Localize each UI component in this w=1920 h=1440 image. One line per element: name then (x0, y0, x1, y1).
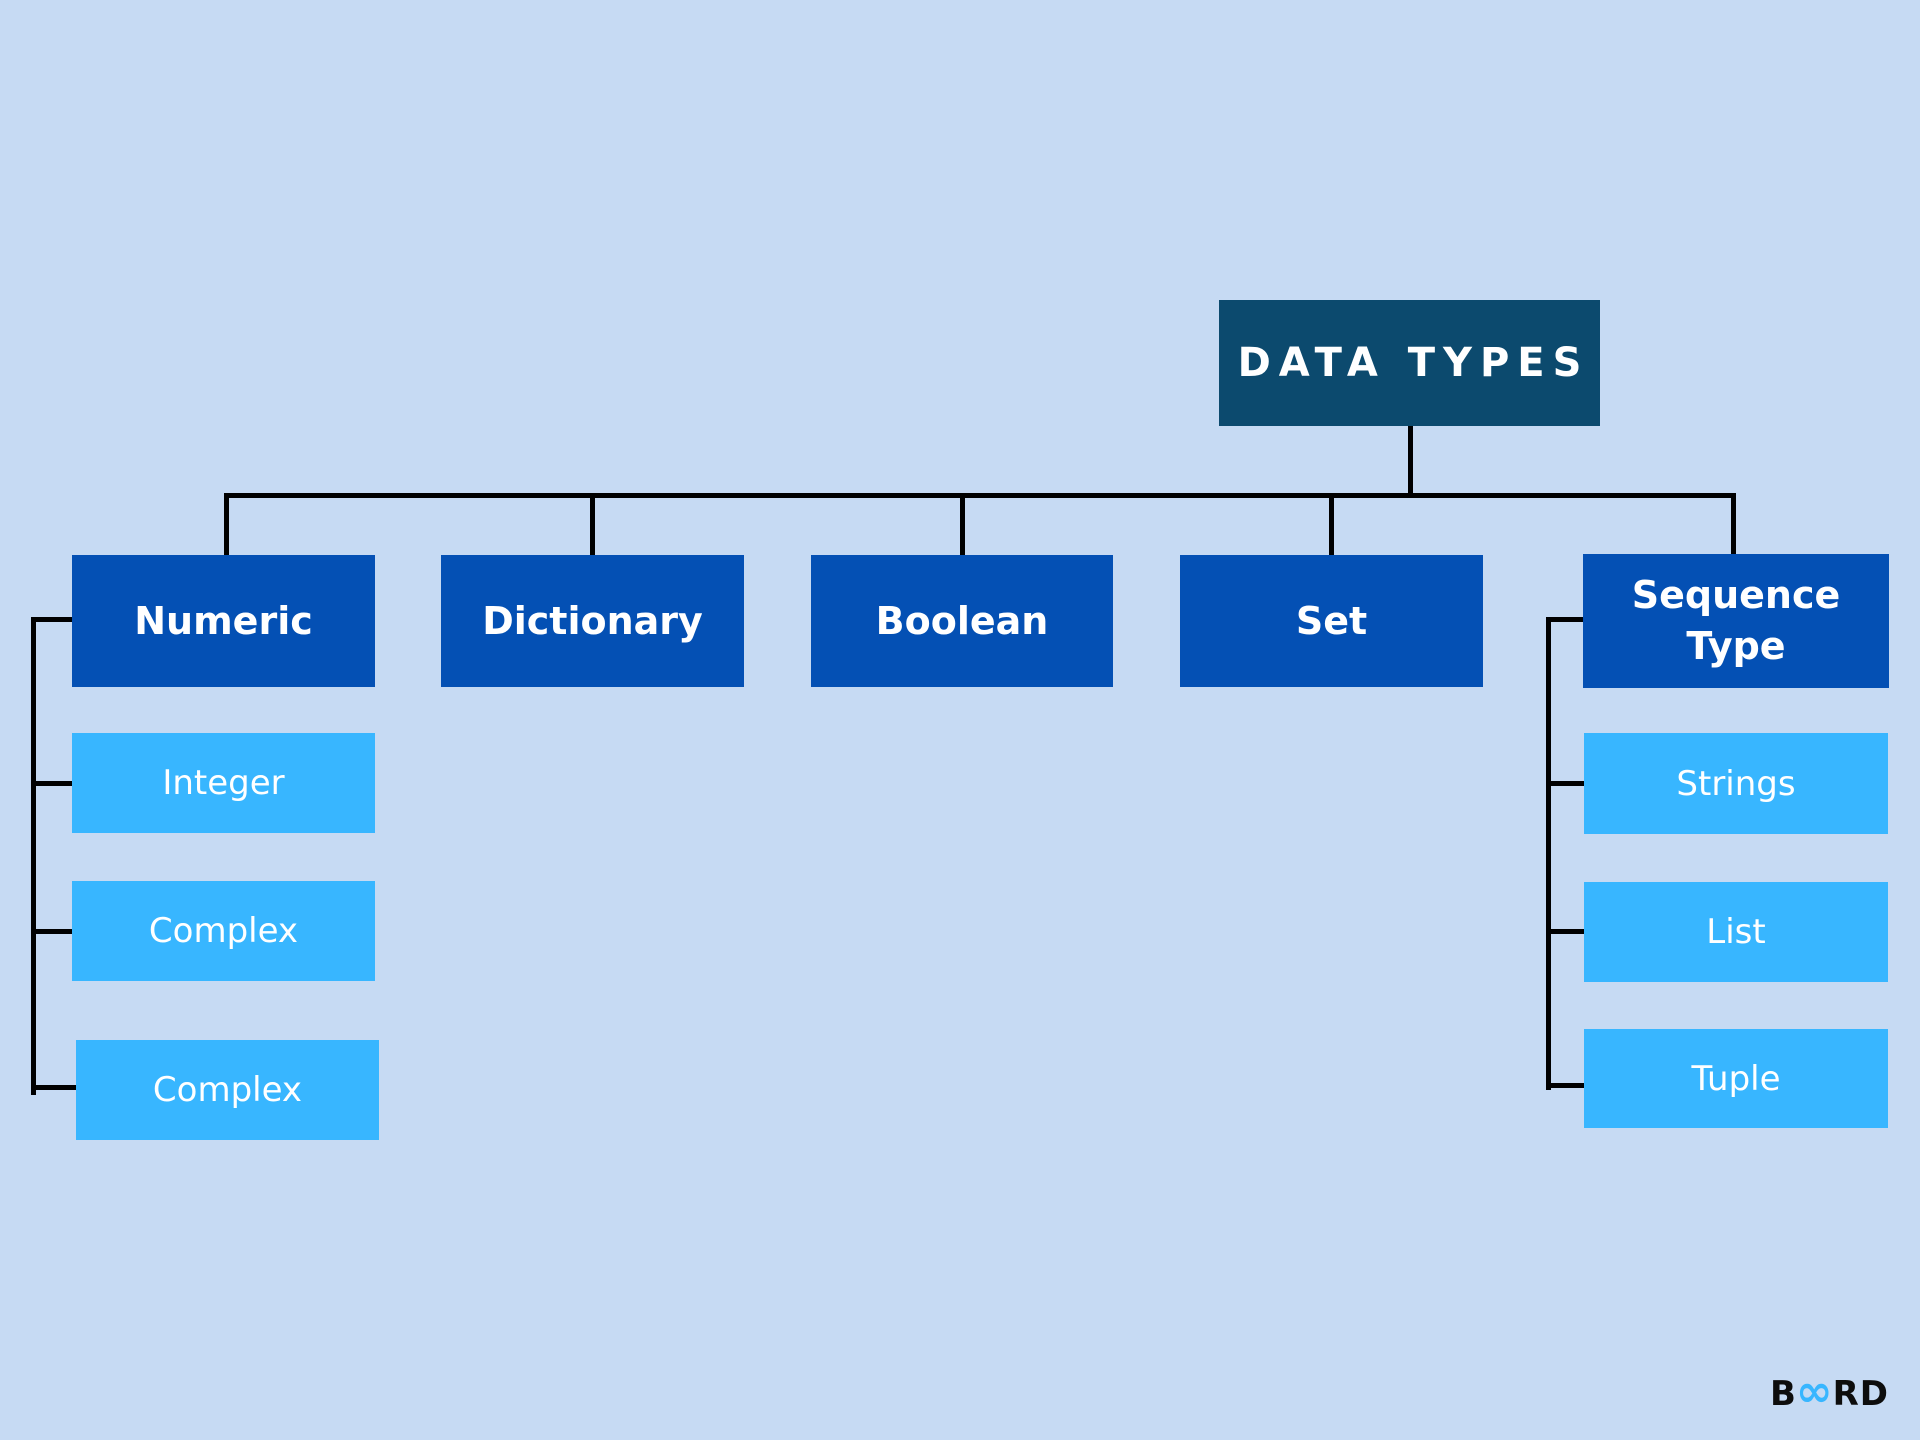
connector-left-stub-integer (31, 781, 72, 786)
logo-prefix: B (1770, 1374, 1797, 1414)
leaf-label: Complex (148, 911, 299, 951)
leaf-label: Complex (152, 1070, 303, 1110)
board-logo: B ∞ RD (1770, 1366, 1889, 1417)
category-label: Sequence Type (1631, 572, 1841, 668)
connector-right-stub-sequence (1546, 617, 1583, 622)
leaf-label: Strings (1676, 763, 1796, 804)
connector-main-horizontal (224, 493, 1736, 498)
logo-suffix: RD (1832, 1374, 1889, 1414)
connector-left-stub-complex2 (31, 1085, 76, 1090)
connector-left-spine (31, 617, 36, 1095)
root-node-label: DATA TYPES (1237, 340, 1590, 386)
connector-drop-boolean (960, 493, 965, 555)
leaf-node-tuple: Tuple (1584, 1029, 1888, 1128)
category-node-dictionary: Dictionary (441, 555, 744, 687)
category-label: Dictionary (482, 599, 703, 643)
category-label: Numeric (134, 599, 313, 643)
connector-drop-numeric (224, 493, 229, 555)
category-node-sequence-type: Sequence Type (1583, 554, 1889, 688)
leaf-node-integer: Integer (72, 733, 375, 833)
connector-right-spine (1546, 617, 1551, 1090)
category-label: Set (1295, 599, 1368, 643)
connector-left-stub-complex1 (31, 929, 72, 934)
category-node-boolean: Boolean (811, 555, 1113, 687)
category-node-set: Set (1180, 555, 1483, 687)
category-node-numeric: Numeric (72, 555, 375, 687)
connector-root-riser (1408, 426, 1413, 496)
infinity-icon: ∞ (1795, 1366, 1834, 1417)
root-node-data-types: DATA TYPES (1219, 300, 1600, 426)
leaf-node-complex-2: Complex (76, 1040, 379, 1140)
leaf-node-strings: Strings (1584, 733, 1888, 834)
connector-right-stub-tuple (1546, 1083, 1584, 1088)
connector-right-stub-strings (1546, 781, 1584, 786)
connector-drop-set (1329, 493, 1334, 555)
leaf-node-complex-1: Complex (72, 881, 375, 981)
leaf-label: Integer (162, 763, 285, 803)
category-label: Boolean (875, 599, 1049, 643)
connector-left-stub-numeric (31, 617, 72, 622)
connector-right-stub-list (1546, 929, 1584, 934)
connector-drop-dictionary (590, 493, 595, 555)
leaf-label: Tuple (1691, 1058, 1781, 1099)
connector-drop-sequence (1731, 493, 1736, 554)
leaf-label: List (1706, 912, 1766, 952)
leaf-node-list: List (1584, 882, 1888, 982)
